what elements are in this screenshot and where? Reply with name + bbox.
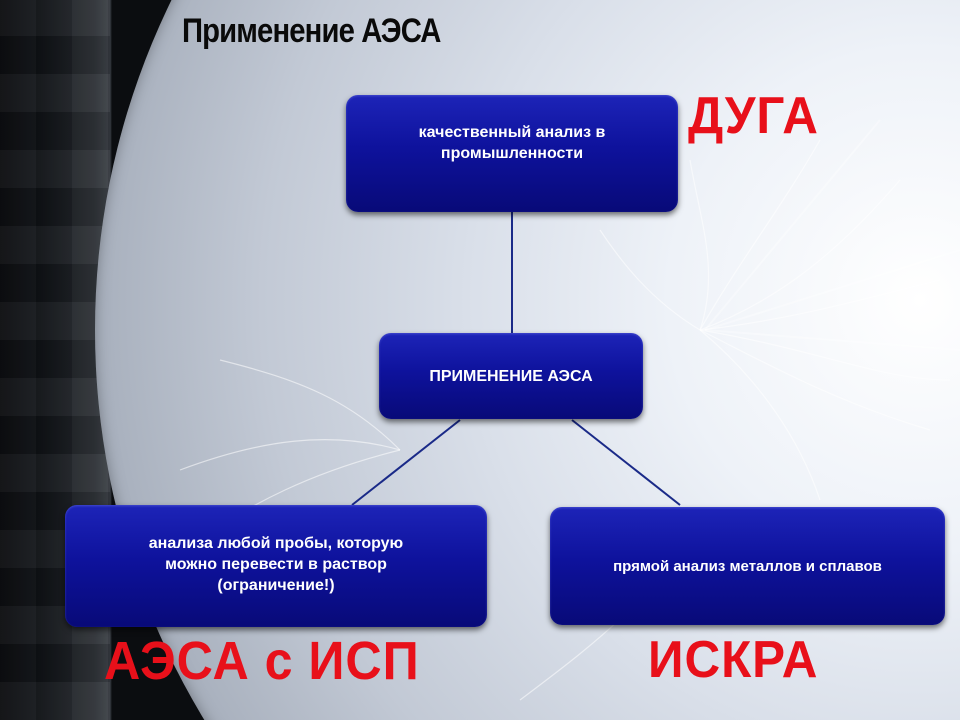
box-application-aesa-text: ПРИМЕНЕНИЕ АЭСА	[429, 367, 593, 385]
slide-title: Применение АЭСА	[182, 12, 441, 50]
label-arc: ДУГА	[688, 87, 819, 145]
box-any-sample-line2: можно перевести в раствор	[165, 555, 387, 573]
connector-right	[571, 419, 681, 506]
box-any-sample-line3: (ограничение!)	[217, 576, 335, 594]
connector-left	[351, 419, 461, 506]
label-aesa-icp: АЭСА с ИСП	[104, 631, 420, 691]
box-any-sample-analysis: анализа любой пробы, которую можно перев…	[65, 505, 487, 627]
box-any-sample-line1: анализа любой пробы, которую	[148, 534, 404, 552]
box-application-aesa: ПРИМЕНЕНИЕ АЭСА	[379, 333, 643, 419]
label-spark: ИСКРА	[648, 631, 819, 689]
box-direct-metal-text: прямой анализ металлов и сплавов	[613, 557, 882, 575]
box-quality-analysis-line1: качественный анализ в	[418, 123, 606, 141]
box-direct-metal-analysis: прямой анализ металлов и сплавов	[550, 507, 945, 625]
box-quality-analysis: качественный анализ в промышленности	[346, 95, 678, 212]
box-quality-analysis-line2: промышленности	[440, 144, 584, 162]
